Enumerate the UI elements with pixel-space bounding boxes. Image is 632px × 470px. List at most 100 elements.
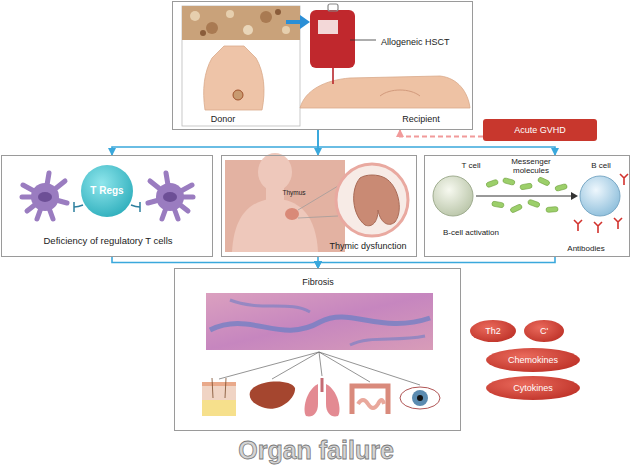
donor-figure [226, 10, 234, 18]
donor-figure [190, 11, 200, 21]
mediator-label: Th2 [485, 326, 501, 336]
molecule-label: Antibodies [555, 244, 617, 253]
b-cell [580, 176, 620, 216]
donor-figure [182, 6, 300, 126]
dendritic-cell [22, 173, 67, 219]
lungs-icon [321, 378, 324, 392]
flow-connector [112, 130, 318, 155]
blood-bag [328, 4, 338, 11]
mediator-oval: C' [524, 320, 564, 342]
transfer-arrow [300, 15, 310, 29]
process-label: B-cell activation [427, 228, 515, 237]
leader-line [219, 352, 319, 379]
leader-line [219, 352, 420, 385]
leader-line [319, 352, 420, 385]
transfer-arrow [286, 15, 310, 29]
treg-cell: T Regs [81, 165, 133, 217]
skin-icon [202, 378, 236, 416]
recipient-figure [380, 90, 420, 96]
lungs-icon [326, 384, 340, 417]
skin-icon [202, 386, 236, 400]
recipient-figure [300, 68, 470, 108]
flow-connector [318, 257, 555, 268]
messenger-molecule [486, 179, 499, 188]
lungs-icon [305, 378, 340, 417]
cell-label: B cell [581, 161, 621, 170]
transplant-panel: Allogeneic HSCTDonorRecipient [172, 1, 473, 130]
eye-icon [400, 387, 440, 409]
figure-label: Recipient [386, 114, 456, 124]
dendritic-cell [148, 173, 193, 219]
blood-bag [310, 10, 355, 68]
signal-arrow [476, 192, 578, 200]
blood-bag [350, 40, 376, 41]
gut-icon [352, 386, 388, 414]
antibody [594, 222, 602, 233]
donor-figure [282, 26, 290, 34]
inhibition-line [139, 202, 141, 212]
b-cell [580, 176, 620, 216]
mediator-label: C' [540, 326, 548, 336]
box-heading: Fibrosis [278, 277, 358, 287]
signal-arrow [476, 196, 572, 197]
thymus-inset [354, 175, 400, 226]
messenger-molecule [555, 184, 568, 192]
dendritic-cell [156, 183, 184, 211]
donor-figure [233, 90, 243, 100]
trigger-connector [400, 130, 483, 137]
molecule-label: Messenger molecules [500, 157, 562, 175]
messenger-molecule [520, 183, 533, 190]
skin-icon [202, 400, 236, 416]
histology-image [206, 293, 433, 350]
mechanism-panel: Deficiency of regulatory T cellsT Regs [1, 155, 213, 257]
t-cell [433, 176, 473, 216]
blood-bag [318, 20, 338, 34]
histology-image [206, 293, 433, 350]
blood-bag [310, 4, 376, 68]
body-image [232, 199, 318, 252]
leader-line [319, 352, 370, 382]
gut-icon [352, 386, 388, 414]
outcome-box: Fibrosis [174, 268, 461, 431]
mediator-oval: Th2 [470, 320, 516, 342]
antibody [620, 174, 628, 185]
dendritic-cell [163, 192, 177, 202]
antibody [574, 220, 582, 231]
t-cell [433, 176, 473, 216]
organ-label: Thymus [276, 189, 312, 196]
skin-icon [225, 378, 226, 398]
dendritic-cell [31, 183, 59, 211]
messenger-molecule [492, 201, 505, 208]
recipient-figure [332, 68, 334, 84]
eye-icon [417, 395, 423, 401]
eye-icon [412, 390, 428, 406]
histology-image [210, 317, 430, 330]
figure-label: Donor [193, 114, 253, 124]
donor-figure [204, 46, 264, 110]
mediator-label: Cytokines [513, 383, 553, 393]
leader-line [319, 352, 322, 376]
body-image [258, 153, 292, 191]
liver-icon [250, 382, 295, 409]
outcome-title: Organ failure [0, 436, 632, 465]
transfer-arrow [286, 20, 302, 24]
thymus-inset [336, 164, 408, 236]
antibody [574, 174, 628, 233]
dendritic-cell [22, 173, 67, 219]
lungs-icon [305, 384, 319, 417]
messenger-molecule [527, 199, 540, 208]
flow-connector [112, 257, 318, 268]
histology-image [350, 336, 425, 345]
gut-icon [358, 400, 384, 408]
mechanism-panel: ThymusThymic dysfunction [221, 155, 417, 257]
liver-icon [250, 382, 295, 409]
messenger-molecule [486, 177, 568, 214]
messenger-molecule [546, 206, 558, 212]
recipient-figure [300, 76, 470, 108]
trigger-label: Acute GVHD [514, 125, 566, 135]
body-image [266, 186, 284, 200]
messenger-molecule [502, 178, 515, 186]
skin-icon [212, 378, 213, 398]
donor-figure [275, 9, 281, 15]
